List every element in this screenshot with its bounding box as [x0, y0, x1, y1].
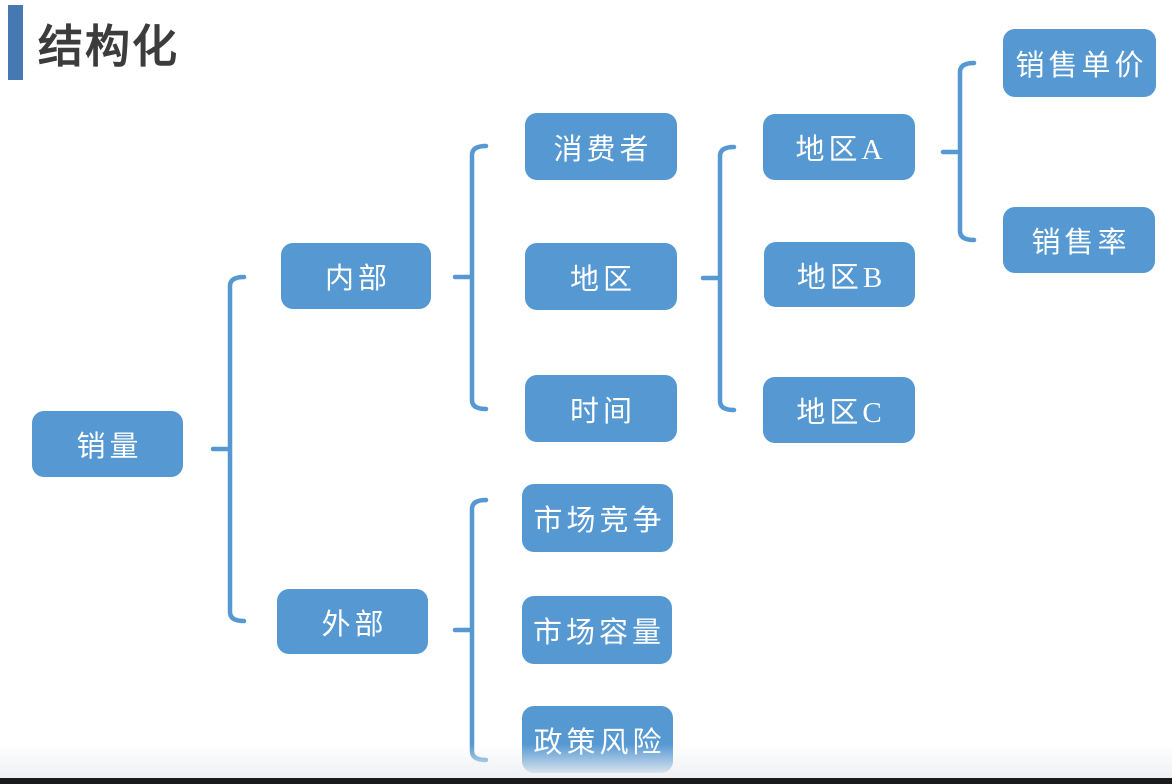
node-region: 地区: [525, 243, 677, 310]
brace-region: [700, 144, 737, 413]
brace-regionA: [940, 60, 977, 243]
bottom-edge-bar: [0, 778, 1172, 784]
title-accent-bar: [8, 5, 23, 80]
node-capacity: 市场容量: [522, 596, 672, 664]
page-title: 结构化: [38, 21, 180, 72]
node-internal: 内部: [281, 243, 431, 309]
node-salesRate: 销售率: [1003, 207, 1155, 273]
node-regionA: 地区A: [763, 114, 915, 180]
brace-internal: [452, 143, 489, 412]
bottom-fade: [0, 744, 1172, 778]
node-regionB: 地区B: [764, 242, 915, 307]
brace-sales: [210, 274, 247, 624]
node-consumer: 消费者: [525, 113, 677, 180]
brace-external: [452, 497, 489, 763]
node-competition: 市场竞争: [522, 484, 673, 552]
node-unitPrice: 销售单价: [1003, 29, 1156, 97]
node-time: 时间: [525, 375, 677, 442]
node-regionC: 地区C: [763, 377, 915, 443]
node-external: 外部: [277, 589, 428, 654]
node-sales: 销量: [32, 411, 183, 477]
